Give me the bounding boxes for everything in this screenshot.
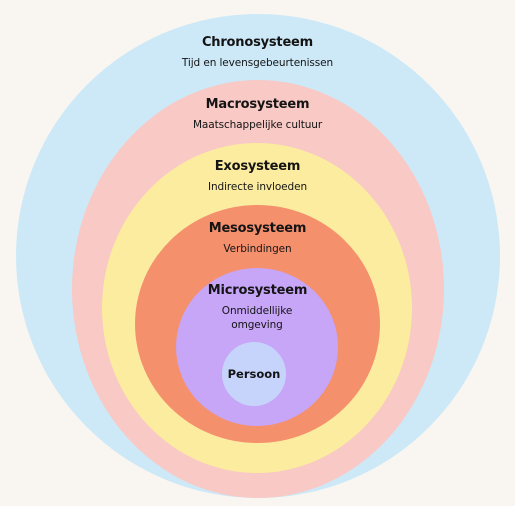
mesosystem-title: Mesosysteem [208, 221, 307, 236]
microsystem-title: Microsysteem [207, 283, 308, 298]
macrosystem-subtitle: Maatschappelijke cultuur [192, 119, 323, 131]
microsystem-subtitle: Onmiddellijke omgeving [221, 305, 293, 331]
chronosystem-title: Chronosysteem [201, 35, 314, 50]
chronosystem-subtitle: Tijd en levensgebeurtenissen [181, 57, 334, 69]
exosystem-title: Exosysteem [214, 159, 301, 174]
person-circle [222, 342, 286, 406]
mesosystem-subtitle: Verbindingen [223, 243, 292, 255]
macrosystem-title: Macrosysteem [205, 97, 310, 112]
person-label: Persoon [227, 367, 281, 381]
exosystem-subtitle: Indirecte invloeden [207, 181, 308, 193]
